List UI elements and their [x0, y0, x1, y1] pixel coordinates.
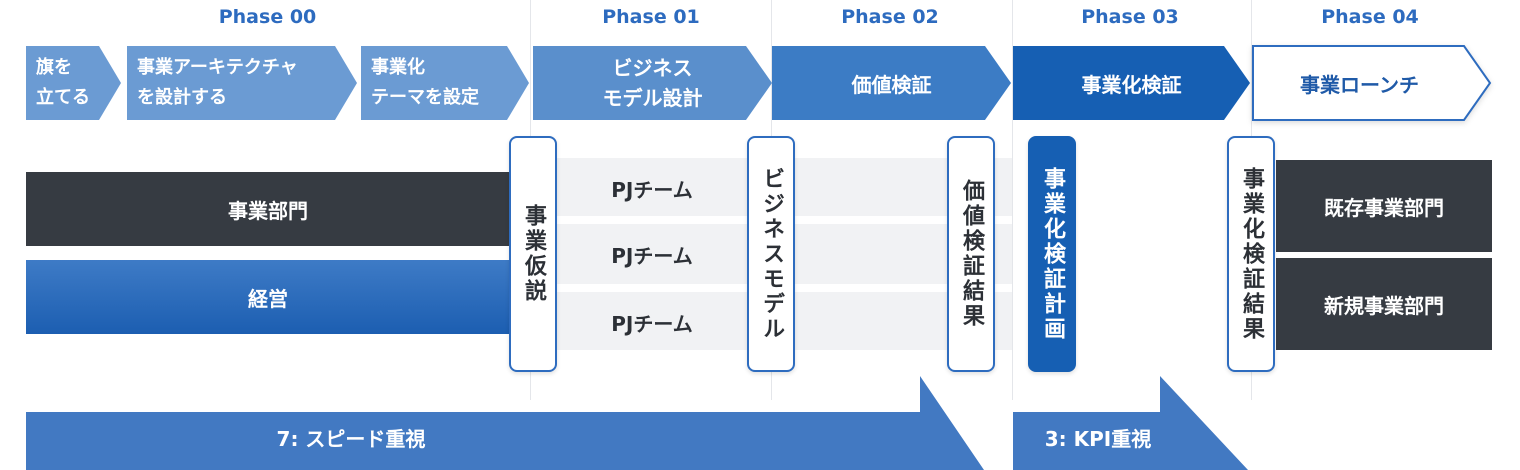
bottom-arrows — [26, 376, 1248, 470]
step-commercialization-verification: 事業化検証 — [1013, 46, 1250, 120]
step-value-verification-label: 価値検証 — [851, 72, 932, 97]
step-theme-label: 事業化 テーマを設定 — [371, 57, 479, 108]
step-theme: 事業化 テーマを設定 — [361, 46, 529, 120]
business-unit-bar: 事業部門 — [26, 172, 510, 246]
phase-04-label: Phase 04 — [1321, 6, 1419, 28]
phase-02-label: Phase 02 — [841, 6, 939, 28]
step-flag: 旗を 立てる — [26, 46, 121, 120]
management-bar: 経営 — [26, 260, 510, 334]
pj-team-label: PJチーム — [611, 178, 693, 202]
phase-00-label: Phase 00 — [218, 6, 317, 28]
speed-arrow-shape — [26, 376, 984, 470]
management-label: 経営 — [248, 286, 288, 311]
milestone-hypothesis: 事業仮説 — [509, 136, 557, 372]
phase-03-label: Phase 03 — [1081, 6, 1179, 28]
step-architecture: 事業アーキテクチャ を設計する — [127, 46, 357, 120]
step-launch: 事業ローンチ — [1252, 44, 1492, 122]
step-architecture-label: 事業アーキテクチャ を設計する — [137, 57, 298, 108]
existing-unit-bar: 既存事業部門 — [1276, 160, 1492, 252]
pj-team-label: PJチーム — [611, 312, 693, 336]
step-value-verification: 価値検証 — [772, 46, 1011, 120]
existing-unit-label: 既存事業部門 — [1324, 195, 1444, 220]
step-business-model: ビジネス モデル設計 — [533, 46, 772, 120]
pj-team-label: PJチーム — [611, 244, 693, 268]
milestone-commercialization-result: 事業化検証結果 — [1227, 136, 1275, 372]
new-unit-label: 新規事業部門 — [1324, 293, 1444, 318]
step-commercialization-verification-label: 事業化検証 — [1081, 72, 1182, 97]
milestone-value-result: 価値検証結果 — [947, 136, 995, 372]
milestone-business-model: ビジネスモデル — [747, 136, 795, 372]
step-business-model-label: ビジネス モデル設計 — [602, 56, 703, 110]
phase-01-label: Phase 01 — [602, 6, 700, 28]
milestone-plan: 事業化検証計画 — [1028, 136, 1076, 372]
step-launch-outline — [1252, 45, 1492, 121]
kpi-arrow-label: 3: KPI重視 — [1044, 427, 1152, 451]
step-launch-label: 事業ローンチ — [1300, 72, 1419, 97]
new-unit-bar: 新規事業部門 — [1276, 258, 1492, 350]
column-divider — [1012, 0, 1013, 400]
kpi-arrow-shape — [1013, 376, 1248, 470]
business-unit-label: 事業部門 — [228, 198, 308, 223]
step-flag-label: 旗を 立てる — [36, 57, 90, 108]
speed-arrow-label: 7: スピード重視 — [276, 427, 426, 451]
